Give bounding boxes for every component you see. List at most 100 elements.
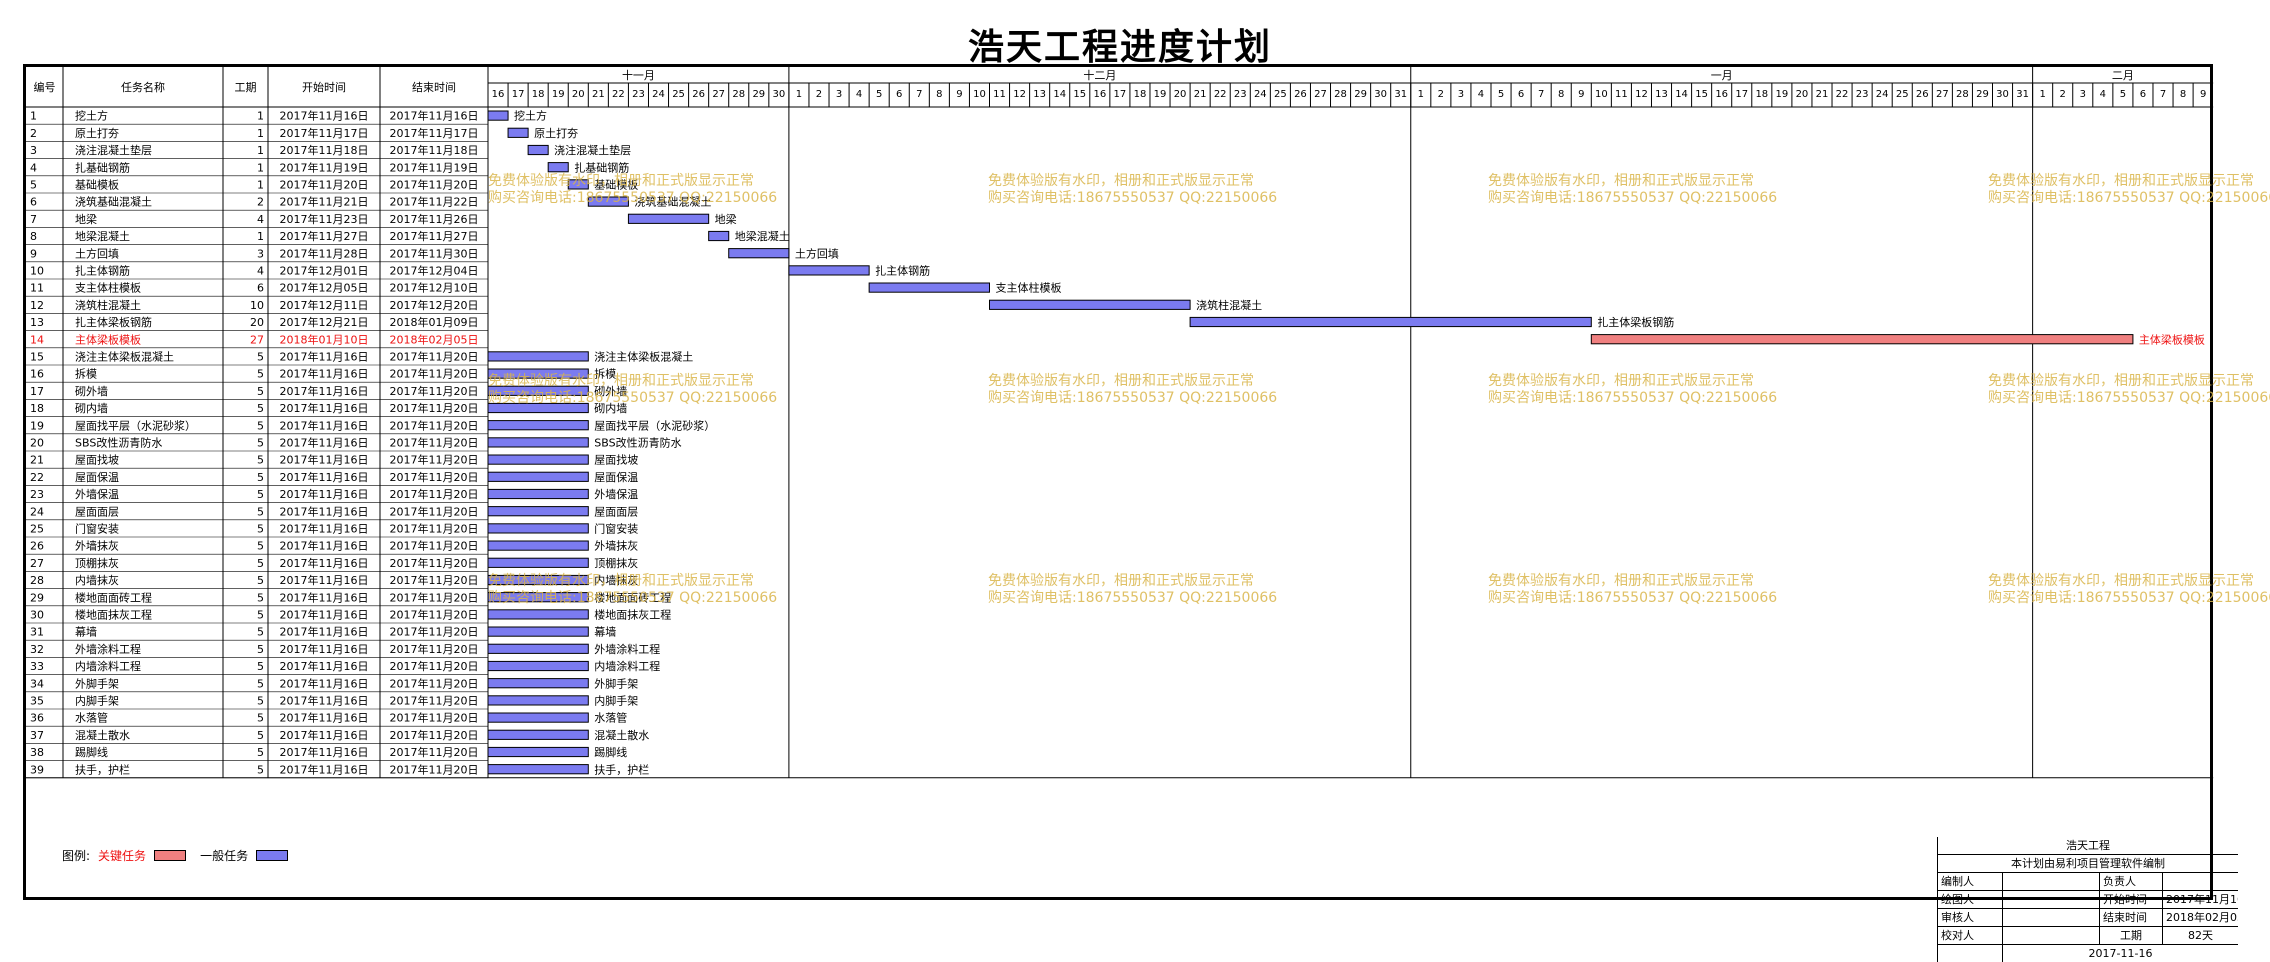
day-label: 2 xyxy=(1438,89,1444,100)
task-start: 2017年11月16日 xyxy=(280,539,369,553)
day-label: 14 xyxy=(1053,89,1066,100)
task-end: 2017年11月20日 xyxy=(390,608,479,622)
task-duration: 1 xyxy=(257,161,264,174)
task-name: 外墙抹灰 xyxy=(75,539,119,553)
watermark-line1: 免费体验版有水印，相册和正式版显示正常 xyxy=(1988,173,2254,189)
day-label: 17 xyxy=(512,89,525,100)
day-label: 11 xyxy=(993,89,1006,100)
watermark-line1: 免费体验版有水印，相册和正式版显示正常 xyxy=(988,173,1254,189)
task-bar xyxy=(487,643,589,654)
column-header: 编号 xyxy=(34,80,56,94)
task-id: 16 xyxy=(30,368,44,381)
day-label: 2 xyxy=(816,89,822,100)
task-name: 楼地面抹灰工程 xyxy=(75,608,152,622)
day-label: 6 xyxy=(896,89,902,100)
task-id: 38 xyxy=(30,746,44,759)
task-bar xyxy=(487,437,589,448)
task-duration: 1 xyxy=(257,110,264,123)
day-label: 31 xyxy=(1394,89,1407,100)
day-label: 8 xyxy=(1558,89,1564,100)
task-name: 水落管 xyxy=(75,711,108,725)
task-bar xyxy=(487,471,589,482)
info-end-label: 结束时间 xyxy=(2099,909,2162,926)
task-end: 2017年11月20日 xyxy=(390,470,479,484)
task-duration: 5 xyxy=(257,523,264,536)
task-end: 2017年11月20日 xyxy=(390,694,479,708)
task-bar xyxy=(487,574,589,586)
task-start: 2017年11月16日 xyxy=(280,711,369,725)
watermark-line1: 免费体验版有水印，相册和正式版显示正常 xyxy=(488,373,754,389)
task-bar xyxy=(487,506,589,517)
task-start: 2017年11月16日 xyxy=(280,436,369,450)
task-bar xyxy=(487,368,589,379)
task-name: 扎主体钢筋 xyxy=(75,264,130,278)
watermark-line1: 免费体验版有水印，相册和正式版显示正常 xyxy=(488,173,754,189)
task-duration: 5 xyxy=(257,626,264,639)
info-start-value: 2017年11月16日 xyxy=(2162,891,2238,908)
task-start: 2017年11月16日 xyxy=(280,453,369,467)
task-end: 2017年11月20日 xyxy=(390,556,479,570)
task-bar-label: 基础模板 xyxy=(594,178,638,192)
task-name: 内脚手架 xyxy=(75,694,119,708)
month-label: 十二月 xyxy=(1083,68,1116,82)
task-id: 19 xyxy=(30,419,44,432)
task-duration: 4 xyxy=(257,265,264,278)
task-id: 2 xyxy=(30,127,37,140)
task-name: 原土打夯 xyxy=(75,126,119,140)
info-compiler-value xyxy=(2002,873,2099,890)
watermark-line1: 免费体验版有水印，相册和正式版显示正常 xyxy=(1488,373,1754,389)
day-label: 4 xyxy=(856,89,862,100)
task-bar xyxy=(487,420,589,431)
day-label: 9 xyxy=(2200,89,2206,100)
task-id: 37 xyxy=(30,729,44,742)
task-id: 35 xyxy=(30,695,44,708)
task-name: 外脚手架 xyxy=(75,676,119,690)
day-label: 23 xyxy=(632,89,645,100)
task-duration: 27 xyxy=(250,333,264,346)
task-start: 2017年11月16日 xyxy=(280,642,369,656)
task-end: 2017年11月30日 xyxy=(390,246,479,260)
task-end: 2018年01月09日 xyxy=(390,315,479,329)
info-owner-value xyxy=(2162,873,2238,890)
task-bar-label: 支主体柱模板 xyxy=(996,281,1062,295)
watermark-line1: 免费体验版有水印，相册和正式版显示正常 xyxy=(988,373,1254,389)
task-end: 2017年11月20日 xyxy=(390,676,479,690)
day-label: 6 xyxy=(2140,89,2146,100)
column-header: 结束时间 xyxy=(412,81,456,94)
task-bar xyxy=(627,213,710,224)
task-start: 2017年11月16日 xyxy=(280,745,369,759)
task-start: 2017年11月16日 xyxy=(280,522,369,536)
legend: 图例: 关键任务 一般任务 xyxy=(62,847,289,864)
task-start: 2017年11月16日 xyxy=(280,504,369,518)
task-id: 39 xyxy=(30,763,44,776)
watermark-line1: 免费体验版有水印，相册和正式版显示正常 xyxy=(1488,573,1754,589)
task-bar-label: 主体梁板模板 xyxy=(2139,332,2205,346)
day-label: 21 xyxy=(1816,89,1829,100)
task-bar-label: 拆模 xyxy=(594,367,616,381)
task-end: 2017年11月20日 xyxy=(390,573,479,587)
task-duration: 6 xyxy=(257,282,264,295)
task-id: 15 xyxy=(30,351,44,364)
day-label: 15 xyxy=(1073,89,1086,100)
watermark-line1: 免费体验版有水印，相册和正式版显示正常 xyxy=(1488,173,1754,189)
task-start: 2017年11月16日 xyxy=(280,470,369,484)
info-note: 本计划由易利项目管理软件编制 xyxy=(2011,857,2165,870)
day-label: 27 xyxy=(712,89,725,100)
task-name: 浇筑基础混凝土 xyxy=(75,195,152,209)
task-bar-label: 顶棚抹灰 xyxy=(594,556,638,570)
task-end: 2017年11月20日 xyxy=(390,178,479,192)
day-label: 28 xyxy=(1334,89,1347,100)
task-name: 基础模板 xyxy=(75,178,119,192)
task-duration: 20 xyxy=(250,316,264,329)
task-start: 2017年11月16日 xyxy=(280,590,369,604)
task-end: 2017年11月26日 xyxy=(390,212,479,226)
watermark-line1: 免费体验版有水印，相册和正式版显示正常 xyxy=(488,573,754,589)
task-id: 25 xyxy=(30,523,44,536)
legend-normal-label: 一般任务 xyxy=(200,849,249,863)
info-drafter-label: 绘图人 xyxy=(1941,893,1974,906)
day-label: 17 xyxy=(1114,89,1127,100)
task-end: 2017年11月20日 xyxy=(390,487,479,501)
day-label: 24 xyxy=(1254,89,1267,100)
day-label: 19 xyxy=(1776,89,1789,100)
day-label: 21 xyxy=(1194,89,1207,100)
